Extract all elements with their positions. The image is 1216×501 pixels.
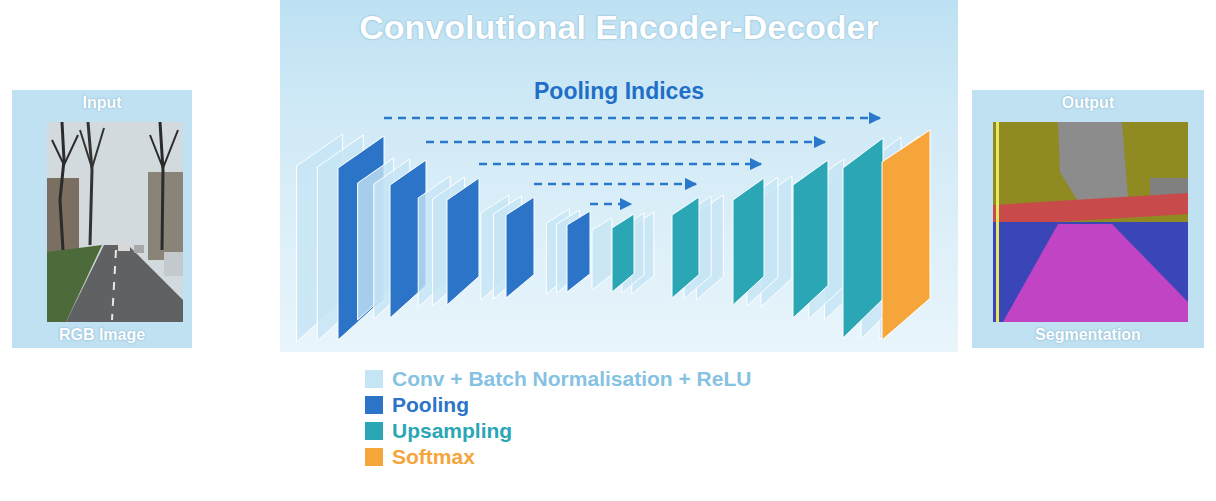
tree — [52, 135, 78, 165]
legend-swatch — [365, 422, 383, 440]
road-marking — [112, 250, 116, 320]
panel-heading: Output — [1062, 94, 1114, 112]
upsampling-layer — [843, 138, 883, 338]
tree — [80, 128, 104, 168]
pooling-index-arrow — [479, 163, 761, 166]
upsampling-layer — [793, 160, 828, 318]
segmentation-map — [993, 122, 1188, 322]
legend-text: Conv + Batch Normalisation + ReLU — [392, 367, 751, 391]
sky-class — [1058, 122, 1128, 205]
tree — [150, 130, 178, 168]
pooling-layer — [506, 197, 534, 298]
conv-layer — [592, 218, 612, 290]
pavement-class — [993, 222, 1188, 322]
legend-item: Upsampling — [365, 418, 512, 444]
pooling-index-arrow — [384, 117, 880, 120]
sky — [47, 122, 183, 322]
tree-class — [993, 122, 1188, 322]
panel-caption: Segmentation — [1035, 326, 1141, 344]
legend-item: Pooling — [365, 392, 469, 418]
building — [148, 172, 183, 260]
rgb-photo — [47, 122, 183, 322]
car — [164, 252, 183, 276]
legend-swatch — [365, 448, 383, 466]
legend-swatch — [365, 370, 383, 388]
tree — [160, 122, 163, 250]
upsampling-layer — [733, 178, 764, 305]
layer-slabs — [297, 130, 930, 342]
road-class — [1003, 224, 1188, 322]
pooling-layer — [447, 178, 479, 305]
legend-item: Softmax — [365, 444, 475, 470]
tree — [60, 122, 64, 250]
pooling-layer — [567, 211, 590, 292]
fence-class — [993, 193, 1188, 226]
legend-text: Upsampling — [392, 419, 512, 443]
panel-heading: Convolutional Encoder-Decoder — [359, 8, 879, 47]
legend-text: Pooling — [392, 393, 469, 417]
legend-item: Conv + Batch Normalisation + ReLU — [365, 366, 751, 392]
softmax-layer — [882, 130, 930, 340]
panel-caption: RGB Image — [59, 326, 145, 344]
legend-swatch — [365, 396, 383, 414]
tree — [88, 122, 92, 245]
upsampling-layer — [612, 214, 634, 292]
pooling-index-arrow — [426, 141, 825, 144]
upsampling-layer — [672, 197, 699, 298]
pole-class — [996, 122, 999, 322]
road — [66, 245, 183, 322]
pooling-index-arrows — [384, 118, 880, 204]
car — [118, 243, 130, 251]
panel-heading: Input — [82, 94, 121, 112]
pooling-index-arrow — [590, 203, 631, 206]
section-label: Pooling Indices — [534, 78, 704, 105]
car — [134, 245, 144, 253]
legend-text: Softmax — [392, 445, 475, 469]
pooling-index-arrow — [534, 183, 696, 186]
